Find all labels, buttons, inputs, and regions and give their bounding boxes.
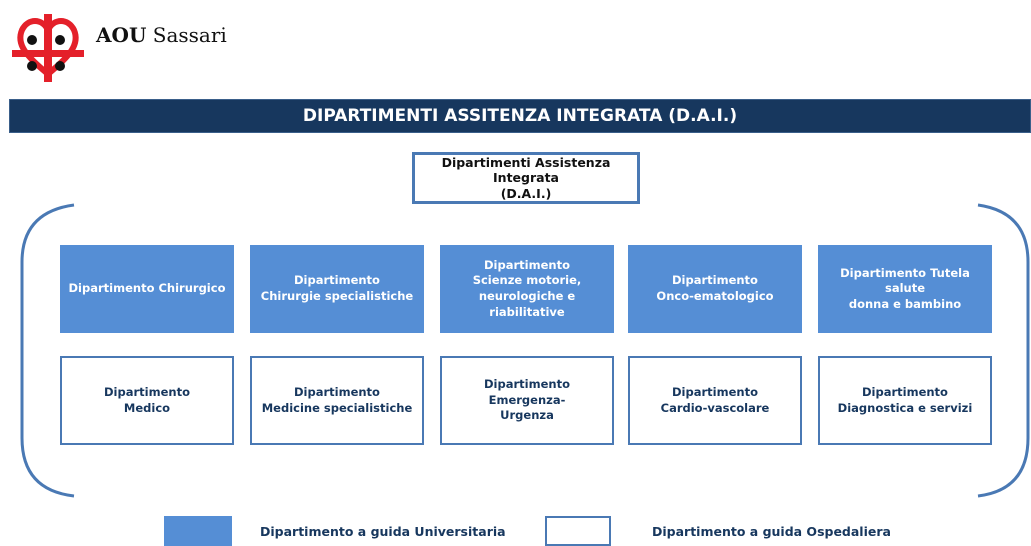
legend-label-university: Dipartimento a guida Universitaria: [260, 524, 506, 539]
hospital-dept-label-line: Medicine specialistiche: [261, 400, 413, 415]
page-title: DIPARTIMENTI ASSITENZA INTEGRATA (D.A.I.…: [9, 99, 1031, 133]
hospital-dept-label-line: Dipartimento Emergenza-: [484, 377, 570, 407]
university-dept-label-line: Onco-ematologico: [656, 289, 774, 303]
legend-swatch-hospital: [545, 516, 611, 546]
university-dept-label-line: donna e bambino: [848, 296, 962, 311]
legend-label-hospital: Dipartimento a guida Ospedaliera: [652, 524, 891, 539]
university-dept-label-line: Dipartimento Chirurgico: [68, 281, 226, 296]
university-dept-label-line: Scienze motorie,: [472, 273, 582, 288]
hospital-dept-label-line: Dipartimento: [862, 384, 948, 399]
university-dept-label-line: neurologiche e riabilitative: [478, 289, 576, 319]
root-node: Dipartimenti Assistenza Integrata(D.A.I.…: [412, 152, 640, 204]
hospital-dept-3: Dipartimento Emergenza-Urgenza: [440, 356, 614, 445]
university-dept-label-line: Dipartimento: [484, 257, 570, 272]
hospital-dept-label-line: Diagnostica e servizi: [837, 400, 973, 415]
aou-logo-icon: [12, 14, 84, 82]
university-dept-label-line: Dipartimento: [672, 273, 758, 288]
university-dept-label-line: Dipartimento Tutela salute: [840, 265, 970, 296]
university-dept-1: Dipartimento Chirurgico: [60, 245, 234, 333]
logo-text: AOU Sassari: [96, 23, 227, 47]
hospital-dept-label-line: Medico: [123, 400, 171, 415]
hospital-dept-label-line: Urgenza: [500, 408, 554, 423]
hospital-dept-label-line: Dipartimento: [104, 384, 190, 399]
university-dept-label-line: Chirurgie specialistiche: [260, 289, 414, 303]
hospital-dept-label-line: Dipartimento: [672, 384, 758, 399]
hospital-dept-label-line: Cardio-vascolare: [660, 400, 770, 415]
university-dept-label-line: Dipartimento: [294, 273, 380, 288]
legend-swatch-university: [164, 516, 232, 546]
hospital-dept-label-line: Dipartimento: [294, 384, 380, 399]
